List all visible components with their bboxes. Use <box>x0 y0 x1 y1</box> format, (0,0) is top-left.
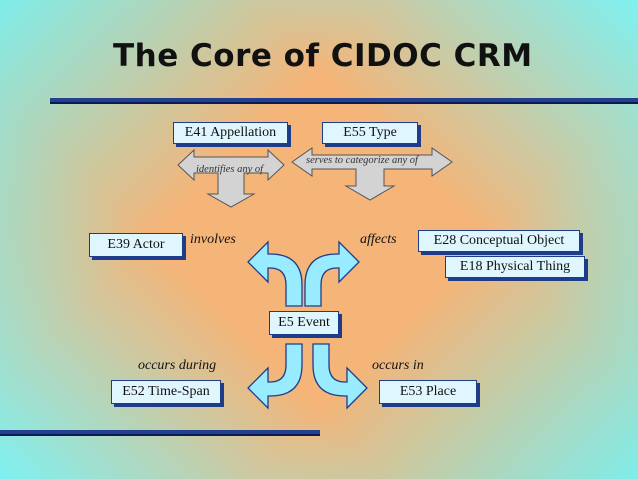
box-e53-place: E53 Place <box>379 380 477 404</box>
occurs-during-arrow <box>247 343 303 410</box>
title-underline <box>50 98 638 104</box>
affects-arrow <box>304 240 360 307</box>
label-categorize: serves to categorize any of <box>306 155 418 166</box>
box-e52-time-span: E52 Time-Span <box>111 380 221 404</box>
slide-title: The Core of CIDOC CRM <box>113 38 533 74</box>
box-e5-event: E5 Event <box>269 311 339 335</box>
box-e55-type: E55 Type <box>322 122 418 144</box>
box-e39-actor: E39 Actor <box>89 233 183 257</box>
label-occurs-in: occurs in <box>372 358 424 373</box>
label-occurs-during: occurs during <box>138 358 217 373</box>
identifies-arrow <box>177 148 285 208</box>
involves-arrow <box>247 240 303 307</box>
box-e41-appellation: E41 Appellation <box>173 122 288 144</box>
label-involves: involves <box>190 232 236 247</box>
label-affects: affects <box>360 232 397 247</box>
box-e28-conceptual-object: E28 Conceptual Object <box>418 230 580 252</box>
box-e18-physical-thing: E18 Physical Thing <box>445 256 585 278</box>
categorize-arrow <box>291 147 453 201</box>
label-identifies: identifies any of <box>196 164 264 175</box>
occurs-in-arrow <box>312 343 368 410</box>
bottom-rule <box>0 430 320 436</box>
